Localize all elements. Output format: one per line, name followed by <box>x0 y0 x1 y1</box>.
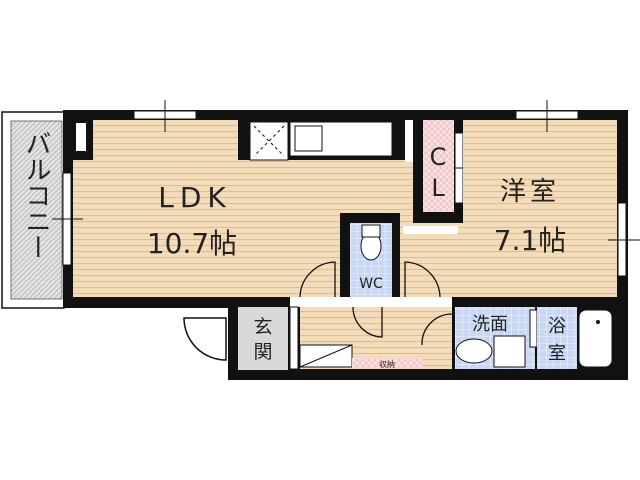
bathtub-icon <box>578 309 613 368</box>
windows <box>52 100 640 277</box>
closet <box>423 120 454 212</box>
ldk-size: 10.7帖 <box>147 227 237 260</box>
closet-label-1: C <box>430 143 447 171</box>
sink-icon <box>294 125 323 152</box>
western-room-floor <box>463 120 617 297</box>
bathroom <box>537 307 577 369</box>
balcony <box>1 111 65 309</box>
bathroom-label-2: 室 <box>548 343 566 364</box>
western-room-label: 洋室 <box>500 177 560 207</box>
washbasin-icon <box>455 338 493 364</box>
storage <box>352 358 423 368</box>
closet-label-2: L <box>431 174 445 202</box>
doors[interactable] <box>299 261 453 346</box>
western-room-size: 7.1帖 <box>494 224 567 257</box>
entrance-label-2: 関 <box>253 341 272 363</box>
balcony-label: バルコニー <box>21 130 51 260</box>
ldk-label: LDK <box>158 181 232 214</box>
washroom-label: 洗面 <box>472 314 508 335</box>
entrance <box>238 307 288 370</box>
wc <box>340 213 400 297</box>
entrance-label-1: 玄 <box>253 316 272 338</box>
wc-label: WC <box>359 276 383 292</box>
entrance-door[interactable] <box>183 317 227 361</box>
kitchen-counter <box>249 121 393 161</box>
stove-icon <box>253 125 285 157</box>
storage-label: 収納 <box>379 359 395 369</box>
bathroom-label-1: 浴 <box>548 316 566 337</box>
washing-machine-icon <box>493 335 526 368</box>
